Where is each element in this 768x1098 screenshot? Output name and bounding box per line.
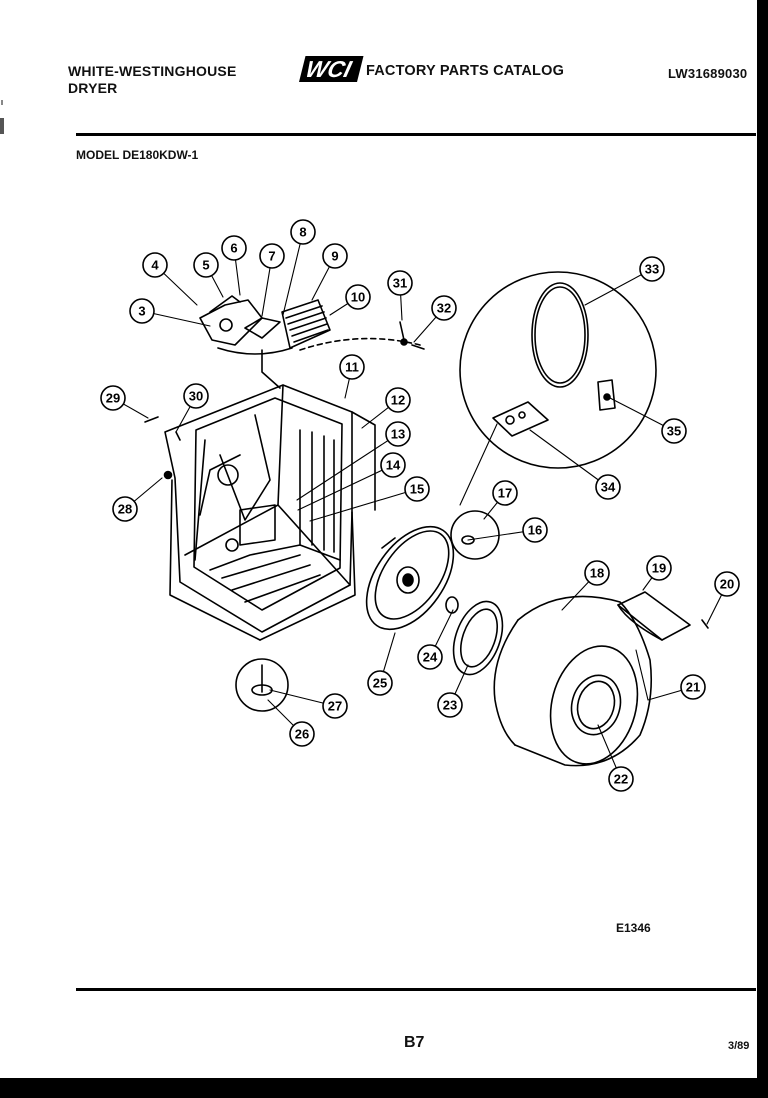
callout-bubble <box>142 252 168 278</box>
callout-label: 35 <box>667 424 681 439</box>
callout-label: 24 <box>423 650 438 665</box>
callout-label: 19 <box>652 561 666 576</box>
callout-bubble <box>387 270 413 296</box>
callout-label: 25 <box>373 676 387 691</box>
brand-name: WHITE-WESTINGHOUSE <box>68 63 237 79</box>
callout-bubble <box>417 644 443 670</box>
product-type: DRYER <box>68 80 118 96</box>
callout-label: 3 <box>138 304 145 319</box>
callout-bubble <box>289 721 315 747</box>
callout-label: 33 <box>645 262 659 277</box>
callout-bubble <box>595 474 621 500</box>
callout-bubble <box>322 243 348 269</box>
callout-label: 13 <box>391 427 405 442</box>
leader-lines <box>112 231 728 780</box>
callout-bubble <box>112 496 138 522</box>
document-number: LW31689030 <box>668 66 748 81</box>
callout-label: 15 <box>410 482 424 497</box>
callout-bubble <box>608 766 634 792</box>
callout-bubble <box>367 670 393 696</box>
front-bulkhead <box>365 525 455 631</box>
callout-label: 28 <box>118 502 132 517</box>
logo-text: WCI <box>303 56 355 82</box>
brand-block: WHITE-WESTINGHOUSE DRYER <box>68 63 236 97</box>
callout-bubble <box>680 674 706 700</box>
callout-label: 4 <box>151 258 159 273</box>
callout-label: 14 <box>386 458 401 473</box>
callout-bubble <box>522 517 548 543</box>
catalog-title: FACTORY PARTS CATALOG <box>366 63 565 79</box>
callout-label: 30 <box>189 389 203 404</box>
callout-label: 34 <box>601 480 616 495</box>
callout-bubble <box>193 252 219 278</box>
page-number: B7 <box>404 1034 425 1051</box>
callout-bubbles <box>100 219 740 792</box>
callout-label: 18 <box>590 566 604 581</box>
callout-label: 26 <box>295 727 309 742</box>
callout-label: 12 <box>391 393 405 408</box>
control-area-parts <box>199 295 425 389</box>
callout-bubble <box>661 418 687 444</box>
callout-label: 22 <box>614 772 628 787</box>
cabinet-housing <box>164 384 376 641</box>
wci-logo: WCI <box>298 54 364 84</box>
callout-label: 29 <box>106 391 120 406</box>
footer-divider <box>76 988 756 991</box>
callout-bubble <box>584 560 610 586</box>
detail-circle-leveler <box>235 658 289 712</box>
callout-bubble <box>492 480 518 506</box>
callout-bubble <box>437 692 463 718</box>
callout-label: 11 <box>345 360 359 375</box>
callout-label: 27 <box>328 699 342 714</box>
callout-label: 5 <box>202 258 209 273</box>
scan-edge-marks <box>0 100 4 134</box>
callout-bubble <box>385 387 411 413</box>
callout-label: 32 <box>437 301 451 316</box>
callout-label: 21 <box>686 680 700 695</box>
detail-circle-belt <box>459 271 657 469</box>
callout-bubble <box>404 476 430 502</box>
callout-label: 8 <box>299 225 306 240</box>
dryer-drum <box>493 595 653 767</box>
callout-bubble <box>431 295 457 321</box>
callout-bubble <box>100 385 126 411</box>
revision-date: 3/89 <box>728 1040 750 1052</box>
fasteners <box>144 416 181 480</box>
callout-bubble <box>339 354 365 380</box>
scan-border-right <box>757 0 768 1098</box>
callout-label: 6 <box>230 241 237 256</box>
callout-bubble <box>183 383 209 409</box>
callout-bubble <box>129 298 155 324</box>
callout-bubble <box>714 571 740 597</box>
callout-bubble <box>322 693 348 719</box>
detail-circle-pulley <box>450 510 500 560</box>
callout-label: 10 <box>351 290 365 305</box>
callout-label: 7 <box>268 249 275 264</box>
callout-bubble <box>345 284 371 310</box>
callout-bubble <box>290 219 316 245</box>
callout-label: 16 <box>528 523 542 538</box>
callout-bubble <box>259 243 285 269</box>
callout-bubble <box>221 235 247 261</box>
callout-label: 23 <box>443 698 457 713</box>
callout-label: 17 <box>498 486 512 501</box>
callout-label: 31 <box>393 276 407 291</box>
drum-seal <box>445 596 504 676</box>
callout-bubble <box>385 421 411 447</box>
callout-bubble <box>380 452 406 478</box>
callout-bubble <box>639 256 665 282</box>
drum-baffle <box>617 591 709 641</box>
header-divider <box>76 133 756 136</box>
scan-border-bottom <box>0 1078 768 1098</box>
callout-bubble <box>646 555 672 581</box>
figure-code: E1346 <box>616 921 651 935</box>
callout-label: 9 <box>331 249 338 264</box>
model-label: MODEL DE180KDW-1 <box>76 148 199 162</box>
callout-label: 20 <box>720 577 734 592</box>
